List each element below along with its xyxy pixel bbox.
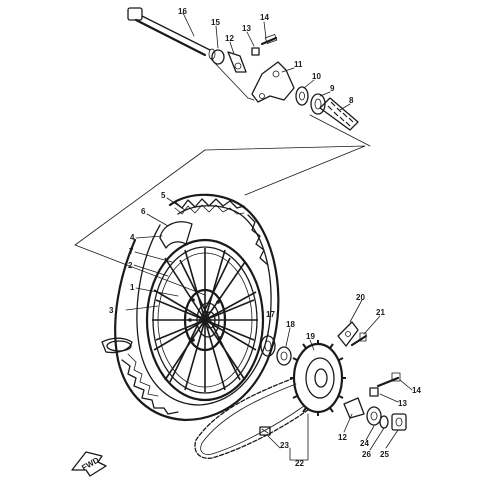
bolt-14-top	[260, 34, 278, 46]
label-23: 23	[280, 441, 289, 450]
brake-torque-plate-11	[251, 61, 295, 103]
oil-seal-9	[310, 93, 326, 115]
nut-25	[391, 413, 407, 431]
chain-puller-12-bottom	[343, 397, 365, 419]
bolt-21	[350, 332, 368, 347]
label-12-bottom: 12	[338, 433, 347, 442]
label-11: 11	[294, 60, 303, 69]
label-6: 6	[141, 207, 146, 216]
label-19: 19	[306, 332, 315, 341]
nut-13-top	[251, 47, 260, 56]
nut-13-bottom	[369, 387, 379, 397]
collar-10	[295, 86, 309, 106]
label-9: 9	[330, 84, 335, 93]
rear-sprocket-19	[290, 340, 346, 416]
spacer-8	[319, 97, 359, 131]
label-16: 16	[178, 7, 187, 16]
spacer-18	[276, 346, 292, 366]
axle-nut-15	[208, 48, 225, 65]
leader-lines	[125, 12, 413, 461]
lock-washer-20	[337, 321, 359, 347]
master-link-23	[259, 426, 271, 436]
label-8: 8	[349, 96, 354, 105]
chain-puller-12-top	[227, 51, 247, 73]
front-direction-arrow: FWD	[71, 451, 107, 477]
label-10: 10	[312, 72, 321, 81]
part-number-labels: 16 15 12 13 14 11 10 9 8 5 6 4 7 2 1 3 1…	[109, 7, 421, 468]
label-1: 1	[130, 283, 135, 292]
label-21: 21	[376, 308, 385, 317]
label-15: 15	[211, 18, 220, 27]
label-26: 26	[362, 450, 371, 459]
label-12-top: 12	[225, 34, 234, 43]
label-3: 3	[109, 306, 114, 315]
label-4: 4	[130, 233, 135, 242]
drive-chain-22	[194, 377, 309, 459]
front-arrow-label: FWD	[80, 455, 100, 472]
washer-26	[379, 415, 389, 429]
label-18: 18	[286, 320, 295, 329]
wheel-hub	[183, 288, 227, 352]
label-13-bottom: 13	[398, 399, 407, 408]
collar-24	[366, 406, 382, 426]
label-13-top: 13	[242, 24, 251, 33]
label-5: 5	[161, 191, 166, 200]
label-17: 17	[266, 310, 275, 319]
bolt-14-bottom	[376, 372, 401, 388]
rear-tire-5	[114, 193, 280, 422]
label-2: 2	[128, 261, 133, 270]
label-14-bottom: 14	[412, 386, 421, 395]
label-22: 22	[295, 459, 304, 468]
label-24: 24	[360, 439, 369, 448]
rear-axle	[127, 7, 211, 57]
label-20: 20	[356, 293, 365, 302]
label-25: 25	[380, 450, 389, 459]
label-14-top: 14	[260, 13, 269, 22]
label-7: 7	[129, 247, 134, 256]
